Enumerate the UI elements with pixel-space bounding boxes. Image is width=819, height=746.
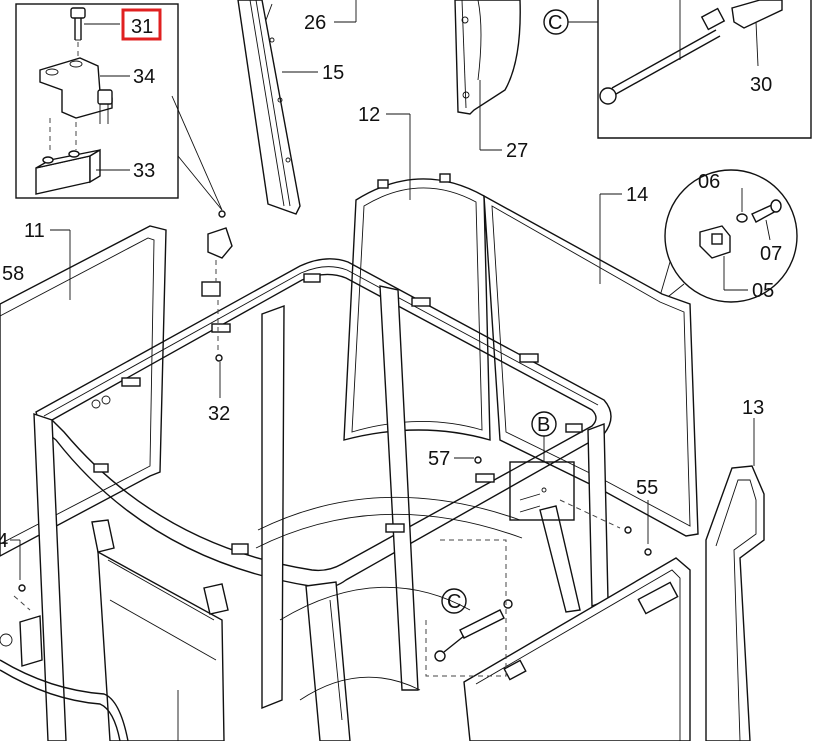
callout-55[interactable]: 55 — [636, 477, 658, 499]
panel-12-drawing — [343, 173, 491, 441]
bracket-34-drawing — [39, 57, 113, 150]
callout-07[interactable]: 07 — [760, 243, 782, 265]
bolt-31-drawing — [70, 7, 86, 64]
detail-c-bottom: C — [425, 539, 513, 677]
left-latch — [0, 615, 43, 667]
callout-12[interactable]: 12 — [358, 104, 380, 126]
callout-33[interactable]: 33 — [133, 160, 155, 182]
detail-b-box: B — [509, 411, 621, 529]
callout-30[interactable]: 30 — [750, 74, 772, 96]
view-label-c-bottom: C — [447, 591, 461, 613]
panel-11-drawing — [0, 225, 167, 557]
bracket-assembly-small — [201, 210, 233, 398]
bracket-detail-inset: 31 34 33 — [15, 3, 223, 211]
view-label-b: B — [537, 414, 550, 436]
callout-27[interactable]: 27 — [506, 140, 528, 162]
detail-c-top-inset: C — [543, 0, 812, 139]
callout-32[interactable]: 32 — [208, 403, 230, 425]
callout-58[interactable]: 58 — [2, 263, 24, 285]
callout-13[interactable]: 13 — [742, 397, 764, 419]
panel-14-drawing — [483, 194, 699, 537]
roller-blind-assembly — [0, 519, 229, 742]
front-door-panel — [463, 557, 691, 742]
callout-26[interactable]: 26 — [304, 12, 326, 34]
callout-11[interactable]: 11 — [24, 220, 45, 242]
callout-14[interactable]: 14 — [626, 184, 648, 206]
view-label-c-top: C — [548, 12, 562, 34]
callout-06[interactable]: 06 — [698, 171, 720, 193]
callout-57[interactable]: 57 — [428, 448, 450, 470]
callout-05[interactable]: 05 — [752, 280, 774, 302]
highlight-box-31 — [121, 8, 162, 41]
pillar-15-drawing — [237, 0, 301, 215]
hinge-detail-circle — [659, 169, 798, 303]
callout-54[interactable]: 54 — [0, 530, 8, 552]
callout-34[interactable]: 34 — [133, 66, 155, 88]
callout-31[interactable]: 31 — [131, 16, 153, 38]
panel-13-drawing — [705, 465, 765, 742]
panel-27-drawing — [454, 0, 521, 115]
cab-frame-drawing — [33, 258, 612, 742]
block-33-drawing — [35, 148, 101, 195]
callout-15[interactable]: 15 — [322, 62, 344, 84]
